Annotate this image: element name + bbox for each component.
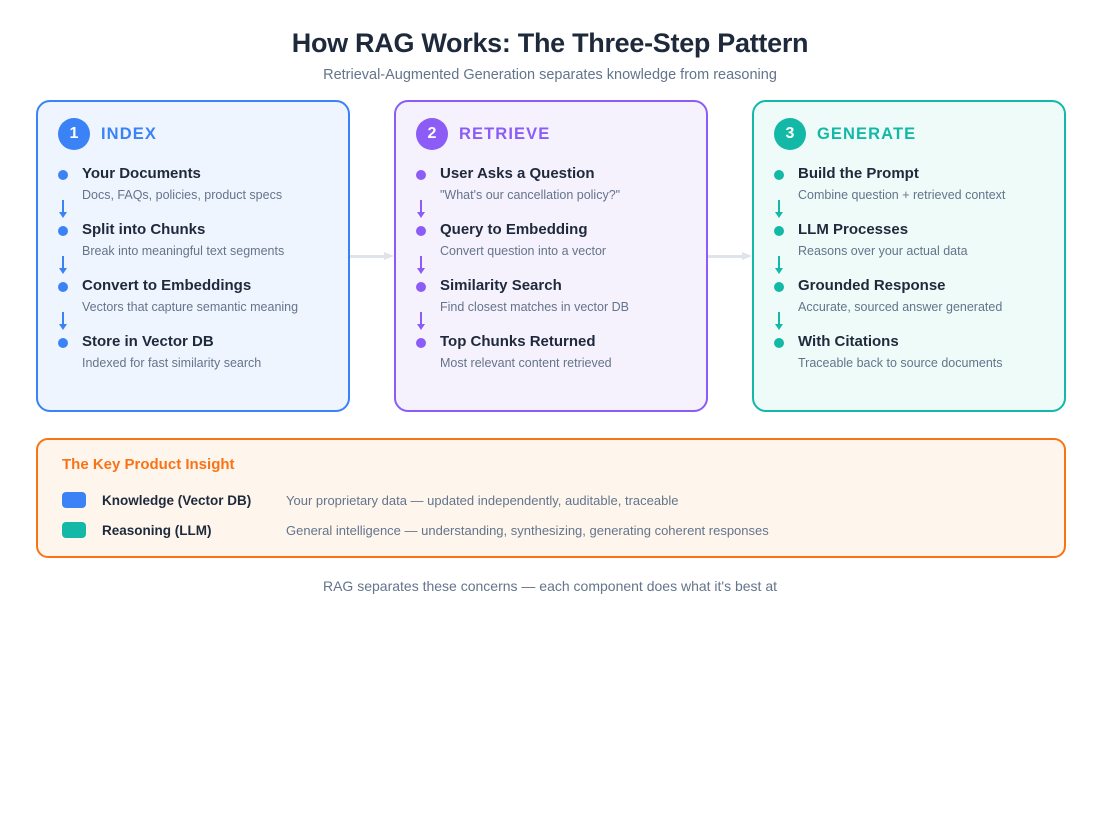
- step-label: Top Chunks Returned: [440, 333, 596, 350]
- step-card-retrieve: 2 RETRIEVE User Asks a Question "What's our…: [394, 100, 708, 412]
- insight-rows: Knowledge (Vector DB) Your proprietary da…: [62, 485, 1040, 545]
- step-number-badge: 3: [774, 118, 806, 150]
- arrow-down-icon: [59, 312, 67, 330]
- card-header: 3 GENERATE: [774, 118, 1044, 150]
- insight-description: General intelligence — understanding, sy…: [286, 522, 769, 538]
- insight-title: The Key Product Insight: [62, 456, 235, 473]
- step-list: User Asks a Question "What's our cancella…: [416, 164, 686, 372]
- arrow-down-icon: [417, 256, 425, 274]
- step-number-badge: 1: [58, 118, 90, 150]
- bullet-dot-icon: [416, 170, 426, 180]
- insight-label: Reasoning (LLM): [102, 522, 212, 538]
- step-description: Break into meaningful text segments: [82, 244, 285, 258]
- insight-row: Reasoning (LLM) General intelligence — un…: [62, 515, 1040, 545]
- bullet-dot-icon: [774, 338, 784, 348]
- step-label: With Citations: [798, 333, 899, 350]
- insight-row: Knowledge (Vector DB) Your proprietary da…: [62, 485, 1040, 515]
- card-title: INDEX: [101, 124, 157, 143]
- step-label: Split into Chunks: [82, 221, 206, 238]
- bullet-dot-icon: [416, 282, 426, 292]
- bullet-dot-icon: [416, 338, 426, 348]
- bullet-dot-icon: [58, 282, 68, 292]
- step-description: Accurate, sourced answer generated: [798, 300, 1003, 314]
- step-description: Reasons over your actual data: [798, 244, 968, 258]
- arrow-down-icon: [59, 256, 67, 274]
- card-title: RETRIEVE: [459, 124, 551, 143]
- step-label: User Asks a Question: [440, 165, 595, 182]
- footer-note: RAG separates these concerns — each comp…: [322, 578, 778, 594]
- arrow-down-icon: [417, 200, 425, 218]
- step-description: "What's our cancellation policy?": [440, 188, 621, 202]
- step-label: Grounded Response: [798, 277, 946, 294]
- page-title: How RAG Works: The Three-Step Pattern: [291, 28, 809, 58]
- card-title: GENERATE: [817, 124, 917, 143]
- step-label: Store in Vector DB: [82, 333, 214, 350]
- bullet-dot-icon: [416, 226, 426, 236]
- step-item: Store in Vector DB Indexed for fast simil…: [58, 312, 328, 372]
- step-description: Find closest matches in vector DB: [440, 300, 629, 314]
- step-description: Convert question into a vector: [440, 244, 607, 258]
- bullet-dot-icon: [58, 226, 68, 236]
- page-subtitle: Retrieval-Augmented Generation separates…: [323, 67, 777, 83]
- step-item: User Asks a Question "What's our cancella…: [416, 164, 686, 204]
- step-label: Similarity Search: [440, 277, 562, 294]
- arrow-down-icon: [775, 200, 783, 218]
- step-description: Traceable back to source documents: [798, 356, 1003, 370]
- step-label: Build the Prompt: [798, 165, 919, 182]
- arrow-down-icon: [775, 256, 783, 274]
- column-connector-arrow: [350, 100, 394, 412]
- bullet-dot-icon: [774, 170, 784, 180]
- step-description: Vectors that capture semantic meaning: [82, 300, 299, 314]
- step-label: Convert to Embeddings: [82, 277, 252, 294]
- arrow-right-icon: [350, 252, 394, 260]
- column-connector-arrow: [708, 100, 752, 412]
- card-header: 2 RETRIEVE: [416, 118, 686, 150]
- insight-description: Your proprietary data — updated independ…: [286, 492, 679, 508]
- bullet-dot-icon: [774, 282, 784, 292]
- bullet-dot-icon: [58, 170, 68, 180]
- color-swatch: [62, 492, 86, 508]
- arrow-right-icon: [708, 252, 752, 260]
- insight-label: Knowledge (Vector DB): [102, 492, 252, 508]
- page-header: How RAG Works: The Three-Step Pattern Re…: [0, 0, 1100, 85]
- insight-panel: The Key Product Insight Knowledge (Vecto…: [36, 438, 1066, 558]
- step-description: Indexed for fast similarity search: [82, 356, 262, 370]
- bullet-dot-icon: [774, 226, 784, 236]
- step-description: Combine question + retrieved context: [798, 188, 1006, 202]
- arrow-down-icon: [775, 312, 783, 330]
- bullet-dot-icon: [58, 338, 68, 348]
- arrow-down-icon: [59, 200, 67, 218]
- step-description: Most relevant content retrieved: [440, 356, 612, 370]
- color-swatch: [62, 522, 86, 538]
- card-header: 1 INDEX: [58, 118, 328, 150]
- step-label: Query to Embedding: [440, 221, 588, 238]
- step-label: Your Documents: [82, 165, 201, 182]
- step-number-badge: 2: [416, 118, 448, 150]
- step-description: Docs, FAQs, policies, product specs: [82, 188, 283, 202]
- arrow-down-icon: [417, 312, 425, 330]
- step-label: LLM Processes: [798, 221, 909, 238]
